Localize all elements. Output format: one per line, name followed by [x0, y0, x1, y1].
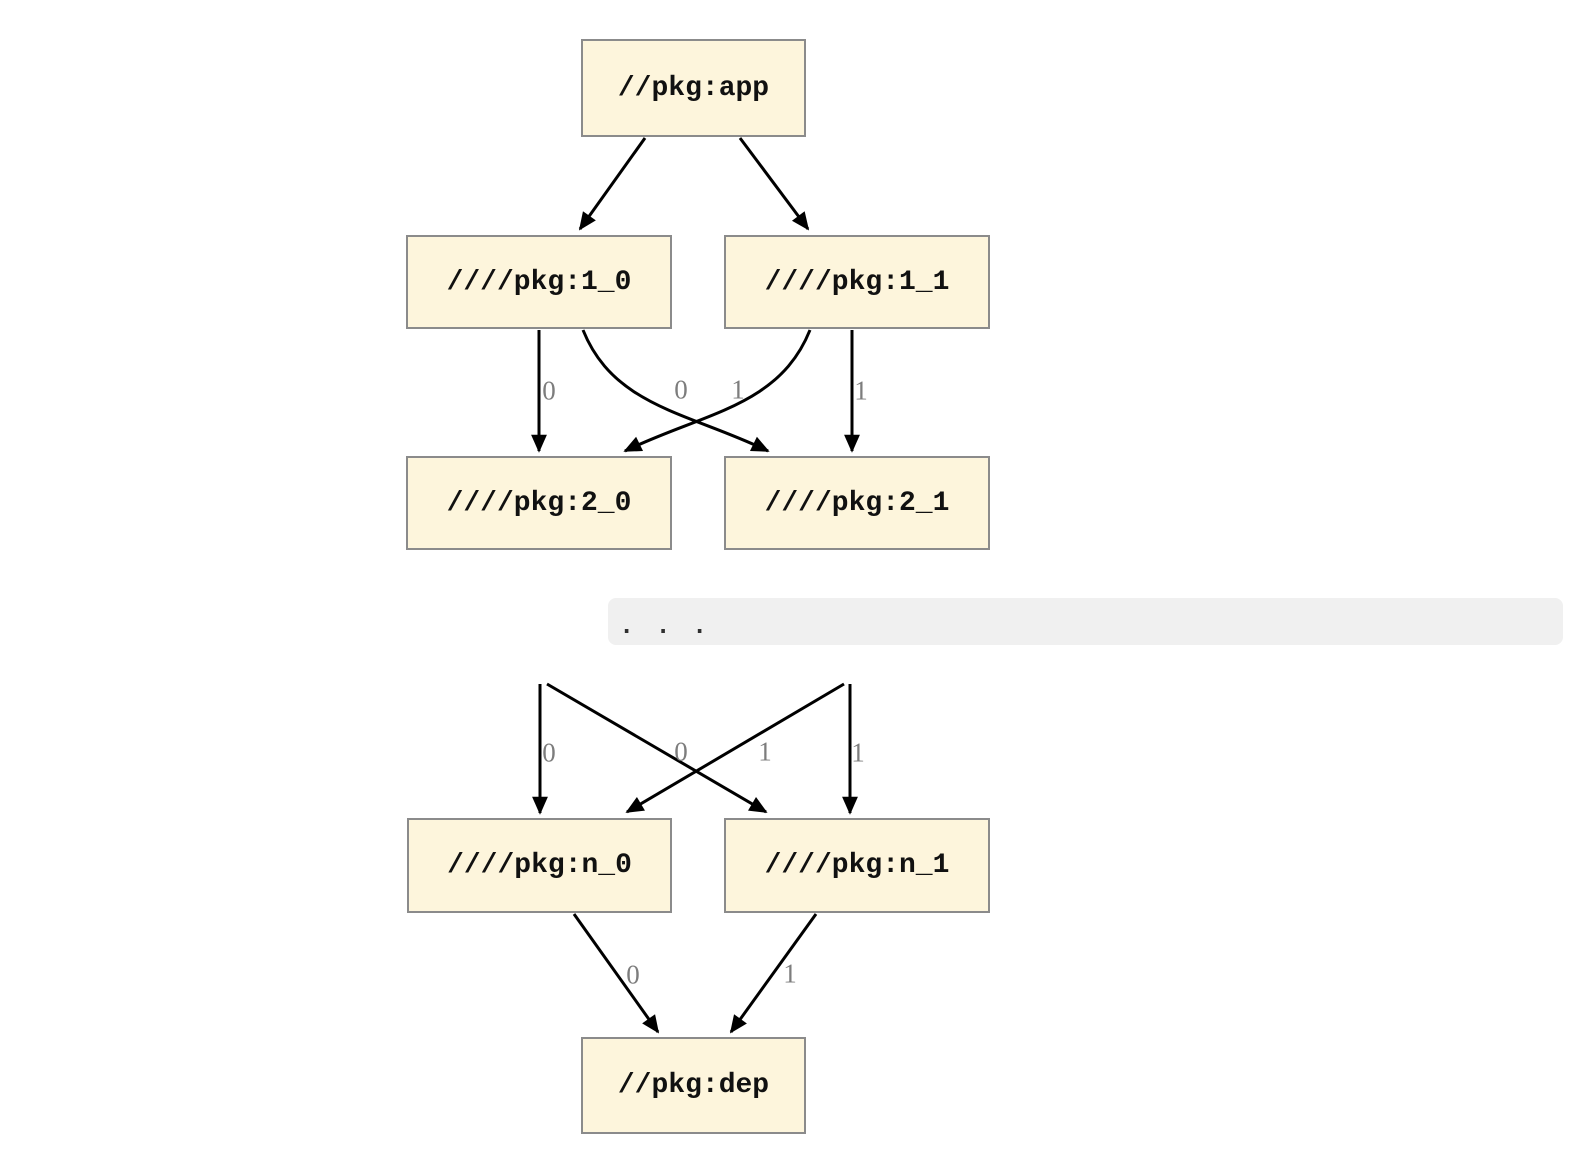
edge-label-n_1-to-dep: 1: [783, 958, 797, 989]
edge-n_0-to-dep: [572, 913, 660, 1034]
edge-mid-right-to-n_0: [625, 682, 845, 814]
node-pkg-2_0: ////pkg:2_0: [406, 456, 672, 550]
edge-label-1_1-to-2_1: 1: [854, 375, 868, 406]
edge-label-mid-to-n_0-straight: 0: [542, 737, 556, 768]
edge-label-1_1-to-2_0: 0: [674, 374, 688, 405]
ellipsis-dots: . . .: [620, 613, 707, 639]
node-pkg-1_0: ////pkg:1_0: [406, 235, 672, 329]
node-pkg-n_1: ////pkg:n_1: [724, 818, 990, 913]
node-pkg-1_1: ////pkg:1_1: [724, 235, 990, 329]
edge-label-mid-to-n_1-straight: 1: [851, 737, 865, 768]
edge-label-n_0-to-dep: 0: [626, 959, 640, 990]
node-pkg-dep: //pkg:dep: [581, 1037, 806, 1134]
edge-label-1_0-to-2_0: 0: [542, 375, 556, 406]
edge-1_1-to-2_0: [623, 329, 812, 453]
node-pkg-2_1: ////pkg:2_1: [724, 456, 990, 550]
edge-mid-left-to-n_1: [546, 682, 768, 814]
edge-label-mid-to-n_0-cross: 0: [674, 736, 688, 767]
edge-app-to-1_1: [738, 137, 810, 231]
edge-n_1-to-dep: [729, 913, 818, 1034]
edge-app-to-1_0: [578, 137, 647, 231]
ellipsis-bar: . . .: [608, 598, 1563, 645]
node-pkg-n_0: ////pkg:n_0: [407, 818, 672, 913]
node-pkg-app: //pkg:app: [581, 39, 806, 137]
edge-label-mid-to-n_1-cross: 1: [758, 736, 772, 767]
edge-label-1_0-to-2_1: 1: [731, 374, 745, 405]
edge-1_0-to-2_1: [581, 329, 770, 453]
